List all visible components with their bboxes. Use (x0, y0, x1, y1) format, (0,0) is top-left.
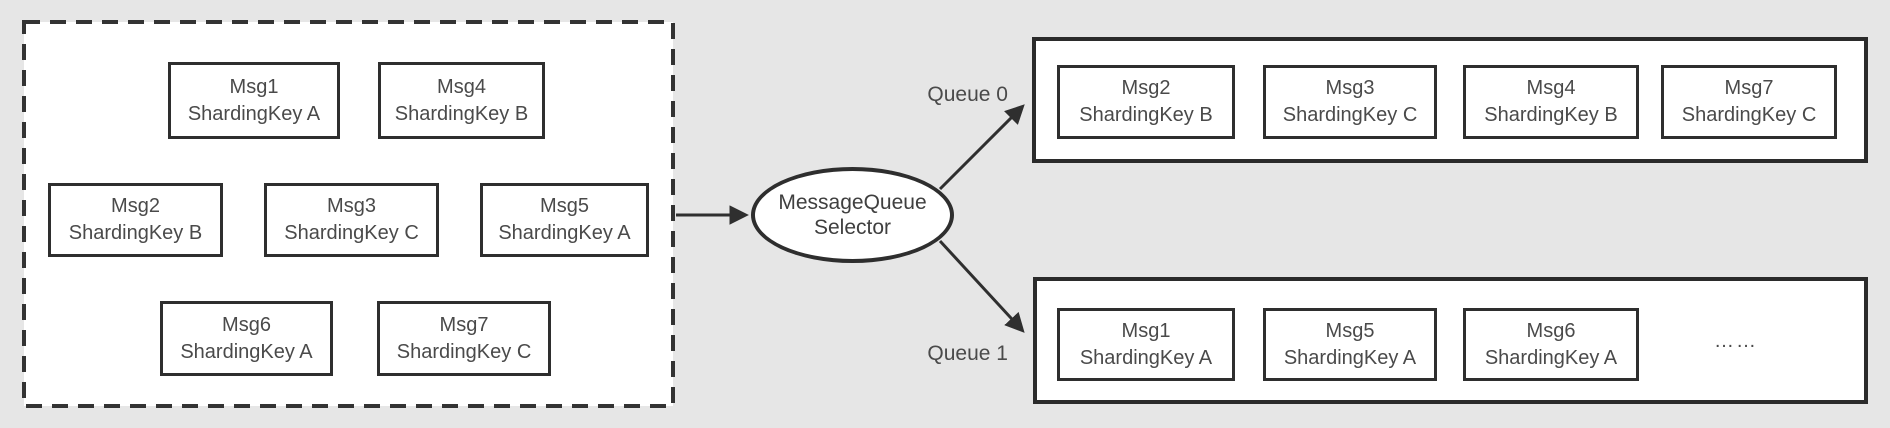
message-sharding-key: ShardingKey C (1282, 104, 1418, 126)
source-message-msg3: Msg3 ShardingKey C (264, 183, 439, 257)
message-sharding-key: ShardingKey B (68, 222, 203, 244)
source-message-msg1: Msg1 ShardingKey A (168, 62, 340, 139)
message-sharding-key: ShardingKey A (187, 102, 321, 125)
selector-label-line2: Selector (813, 216, 892, 239)
message-sharding-key: ShardingKey B (1484, 104, 1618, 126)
message-sharding-key: ShardingKey B (394, 102, 529, 125)
message-sharding-key: ShardingKey A (1079, 346, 1213, 369)
queue0-message-msg4: Msg4 ShardingKey B (1463, 65, 1639, 139)
queue0-message-msg2: Msg2 ShardingKey B (1057, 65, 1235, 139)
queue1-message-msg5: Msg5 ShardingKey A (1263, 308, 1437, 381)
message-id: Msg5 (540, 195, 589, 217)
message-sharding-key: ShardingKey C (396, 340, 532, 363)
source-message-msg7: Msg7 ShardingKey C (377, 301, 551, 376)
message-id: Msg1 (1121, 319, 1171, 342)
message-id: Msg2 (111, 195, 160, 217)
source-message-msg5: Msg5 ShardingKey A (480, 183, 649, 257)
arrow-selector-to-queue1 (938, 239, 1025, 333)
message-sharding-key: ShardingKey A (1283, 346, 1417, 369)
source-message-msg6: Msg6 ShardingKey A (160, 301, 333, 376)
message-id: Msg5 (1325, 319, 1375, 342)
source-message-msg2: Msg2 ShardingKey B (48, 183, 223, 257)
queue0-message-msg7: Msg7 ShardingKey C (1661, 65, 1837, 139)
message-id: Msg6 (1526, 319, 1576, 342)
queue1-more-ellipsis: …… (1714, 330, 1758, 352)
queue1-message-msg6: Msg6 ShardingKey A (1463, 308, 1639, 381)
message-id: Msg4 (437, 75, 486, 98)
queue0-label: Queue 0 (927, 83, 1008, 106)
message-id: Msg2 (1121, 77, 1171, 99)
arrow-selector-to-queue0 (938, 104, 1025, 191)
message-sharding-key: ShardingKey A (180, 340, 313, 363)
message-sharding-key: ShardingKey C (284, 222, 419, 244)
queue1-message-msg1: Msg1 ShardingKey A (1057, 308, 1235, 381)
message-sharding-key: ShardingKey A (498, 222, 631, 244)
message-id: Msg3 (1325, 77, 1375, 99)
message-queue-selector-node: MessageQueue Selector (751, 167, 954, 263)
message-id: Msg6 (222, 313, 271, 336)
message-id: Msg1 (229, 75, 279, 98)
source-message-msg4: Msg4 ShardingKey B (378, 62, 545, 139)
message-id: Msg3 (327, 195, 376, 217)
message-sharding-key: ShardingKey B (1079, 104, 1213, 126)
queue0-message-msg3: Msg3 ShardingKey C (1263, 65, 1437, 139)
message-id: Msg7 (1724, 77, 1774, 99)
message-id: Msg4 (1526, 77, 1576, 99)
queue1-label: Queue 1 (927, 342, 1008, 365)
message-sharding-key: ShardingKey C (1681, 104, 1817, 126)
message-sharding-key: ShardingKey A (1484, 346, 1618, 369)
message-id: Msg7 (439, 313, 489, 336)
selector-label-line1: MessageQueue (778, 191, 927, 214)
